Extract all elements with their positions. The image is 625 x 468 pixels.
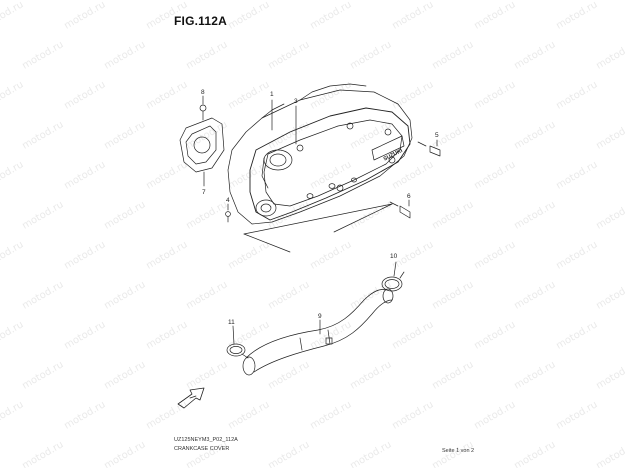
callout-11: 11: [228, 319, 235, 326]
callout-6: 6: [407, 193, 411, 200]
bolt-part-5: [417, 141, 441, 157]
clamp-part-10: [381, 271, 405, 292]
callout-4: 4: [226, 197, 230, 204]
bolt-part-6: [389, 201, 411, 219]
brand-marking: SUZUKI: [383, 148, 404, 163]
callout-3: 3: [294, 98, 298, 105]
callout-7: 7: [202, 189, 206, 196]
callout-9: 9: [318, 313, 322, 320]
bolt-part-8: [199, 104, 207, 121]
callout-5: 5: [435, 132, 439, 139]
page-indicator: Seite 1 von 2: [442, 448, 475, 454]
callout-8: 8: [201, 89, 205, 96]
crankcase-cover: [227, 83, 413, 253]
callout-1: 1: [270, 91, 274, 98]
dowel-part-4: [225, 211, 231, 223]
figure-title: FIG.112A: [174, 14, 227, 28]
diagram-code: UZ125NEYM3_P02_112A: [174, 437, 238, 443]
clamp-part-11: [226, 343, 249, 359]
forward-direction-arrow: [177, 387, 205, 409]
callout-10: 10: [390, 253, 398, 260]
diagram-name: CRANKCASE COVER: [174, 446, 230, 452]
gasket-part: [179, 117, 225, 173]
duct-hose-part-9: [242, 288, 394, 376]
